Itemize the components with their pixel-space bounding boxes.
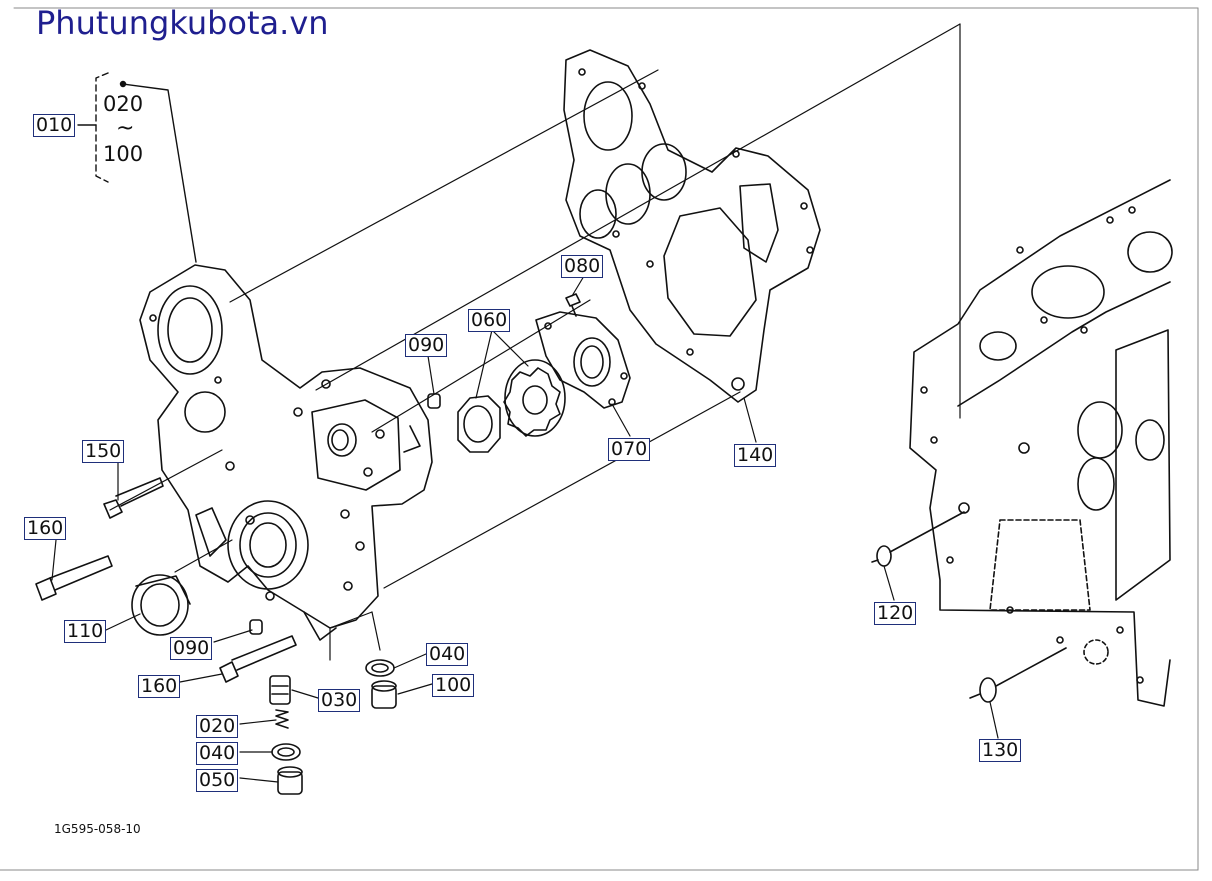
bolt-160-lower-drawing [219,635,297,683]
callout-070[interactable]: 070 [608,438,651,461]
oil-seal-110-drawing [131,574,191,636]
callout-080[interactable]: 080 [561,255,604,278]
callout-140[interactable]: 140 [734,444,777,467]
callout-050[interactable]: 050 [196,769,239,792]
callout-020[interactable]: 020 [196,715,239,738]
callout-160-lower[interactable]: 160 [138,675,181,698]
assembly-range-start: 020 [103,92,144,116]
drawing-code: 1G595-058-10 [54,822,141,836]
callout-160-upper[interactable]: 160 [24,517,67,540]
assembly-bracket [77,72,197,263]
callout-150[interactable]: 150 [82,440,125,463]
relief-valve-parts [269,675,303,795]
assembly-range-end: 100 [103,142,144,166]
leader-lines [51,275,999,783]
callout-130[interactable]: 130 [979,739,1022,762]
oil-pump-rotor-060-drawing [457,359,566,453]
brand-watermark: Phutungkubota.vn [36,4,329,42]
plug-100-parts [365,659,397,709]
callout-010[interactable]: 010 [33,114,76,137]
callout-090-upper[interactable]: 090 [405,334,448,357]
callout-060[interactable]: 060 [468,309,511,332]
callout-110[interactable]: 110 [64,620,107,643]
oil-pump-cover-070-drawing [535,311,631,409]
callout-100[interactable]: 100 [432,674,475,697]
o-ring-120-drawing [871,511,965,567]
o-ring-130-drawing [969,647,1067,703]
cylinder-block-drawing [909,179,1173,707]
bolt-160-upper-drawing [35,555,113,601]
alignment-lines [109,23,961,661]
gear-case-housing [139,264,433,641]
assembly-range-mark: ~ [116,116,135,141]
callout-090-lower[interactable]: 090 [170,637,213,660]
callout-120[interactable]: 120 [874,602,917,625]
callout-040-lower[interactable]: 040 [196,742,239,765]
bolt-150-drawing [103,477,164,519]
callout-030[interactable]: 030 [318,689,361,712]
gear-case-plate-140-drawing [563,49,821,403]
callout-040-upper[interactable]: 040 [426,643,469,666]
